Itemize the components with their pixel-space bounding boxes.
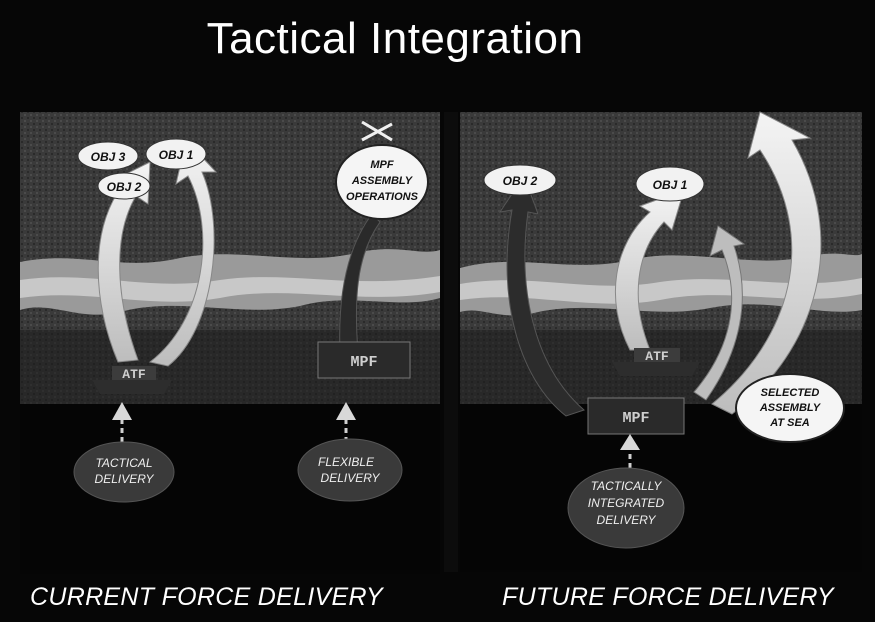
arrow-mpf-to-atf (693, 225, 746, 401)
current-force-caption: CURRENT FORCE DELIVERY (30, 583, 383, 611)
mpf-ship-left (317, 341, 411, 379)
assembly-line-2: ASSEMBLY (351, 175, 414, 187)
future-obj1-label: OBJ 1 (653, 178, 688, 192)
tactical-arrowhead (112, 402, 132, 420)
obj2-label: OBJ 2 (107, 180, 142, 194)
mpf-ship-left-label: MPF (350, 354, 377, 371)
selected-assembly-ellipse (735, 373, 845, 443)
atf-ship-left-superstructure (112, 366, 156, 380)
left-land-highlight (20, 276, 440, 302)
future-force-caption: FUTURE FORCE DELIVERY (502, 583, 834, 611)
current-panel: OBJ 3 OBJ 1 OBJ 2 MPF ASSEMBLY OPERATION… (20, 112, 440, 574)
atf-ship-left (92, 380, 172, 394)
crossed-swords-icon (361, 120, 393, 142)
arrow-assembly-to-obj1 (711, 111, 822, 415)
future-obj1-ellipse (635, 166, 705, 202)
assembly-ellipse (335, 144, 429, 220)
atf-ship-right (612, 362, 700, 376)
integrated-line-3: DELIVERY (597, 513, 657, 527)
atf-ship-right-label: ATF (645, 349, 669, 364)
slide-title: Tactical Integration (206, 14, 584, 63)
flexible-delivery-line-1: FLEXIBLE (318, 455, 375, 469)
flexible-arrowhead (336, 402, 356, 420)
future-obj2-ellipse (483, 164, 557, 196)
assembly-line-3: OPERATIONS (346, 191, 419, 203)
tactical-delivery-line-2: DELIVERY (95, 472, 155, 486)
integrated-line-2: INTEGRATED (588, 496, 665, 510)
obj3-ellipse (77, 141, 139, 171)
right-land-highlight (460, 278, 862, 304)
assembly-line-1: MPF (370, 159, 394, 171)
integrated-arrowhead (620, 434, 640, 450)
tactical-delivery-ellipse (73, 441, 175, 503)
integrated-line-1: TACTICALLY (591, 479, 663, 493)
obj1-ellipse (145, 138, 207, 170)
mpf-ship-right (587, 397, 685, 435)
atf-ship-left-label: ATF (122, 367, 146, 382)
obj2-ellipse (97, 172, 151, 200)
panel-divider (444, 112, 458, 572)
future-obj2-label: OBJ 2 (503, 174, 538, 188)
obj3-label: OBJ 3 (91, 150, 126, 164)
tactical-delivery-line-1: TACTICAL (95, 456, 152, 470)
integrated-delivery-ellipse (567, 467, 685, 549)
mpf-ship-right-label: MPF (622, 410, 649, 427)
obj1-label: OBJ 1 (159, 148, 194, 162)
selected-assembly-line-1: SELECTED (761, 387, 820, 399)
atf-ship-right-superstructure (634, 348, 680, 362)
selected-assembly-line-3: AT SEA (769, 417, 810, 429)
flexible-delivery-ellipse (297, 438, 403, 502)
flexible-delivery-line-2: DELIVERY (321, 471, 381, 485)
selected-assembly-line-2: ASSEMBLY (759, 402, 822, 414)
future-panel: OBJ 2 OBJ 1 ATF MPF SELECTED ASSEMBLY AT… (460, 111, 862, 572)
